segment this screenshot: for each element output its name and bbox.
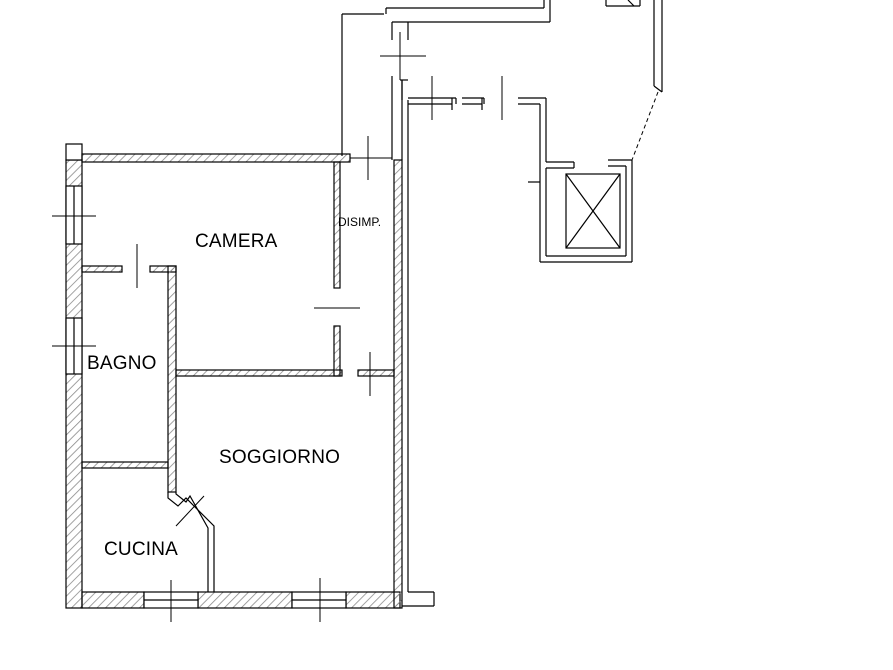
opening-markers — [52, 136, 371, 622]
room-label-disimpegno: DISIMP. — [338, 215, 382, 229]
left-wall-cap — [65, 143, 83, 161]
stair-dashed-line — [631, 91, 659, 161]
room-label-soggiorno: SOGGIORNO — [219, 447, 341, 468]
right-wall — [393, 159, 403, 609]
room-label-camera: CAMERA — [195, 231, 278, 252]
room-label-bagno: BAGNO — [87, 353, 157, 374]
room-label-cucina: CUCINA — [104, 539, 179, 560]
top-wall — [81, 153, 351, 163]
interior-walls — [81, 161, 395, 493]
cucina-angled-wall — [167, 492, 215, 592]
bottom-wall-left — [81, 591, 145, 609]
bottom-wall-right — [345, 591, 401, 609]
building-outline — [341, 0, 663, 607]
corridor-markers — [350, 32, 503, 159]
bottom-wall-mid — [197, 591, 293, 609]
